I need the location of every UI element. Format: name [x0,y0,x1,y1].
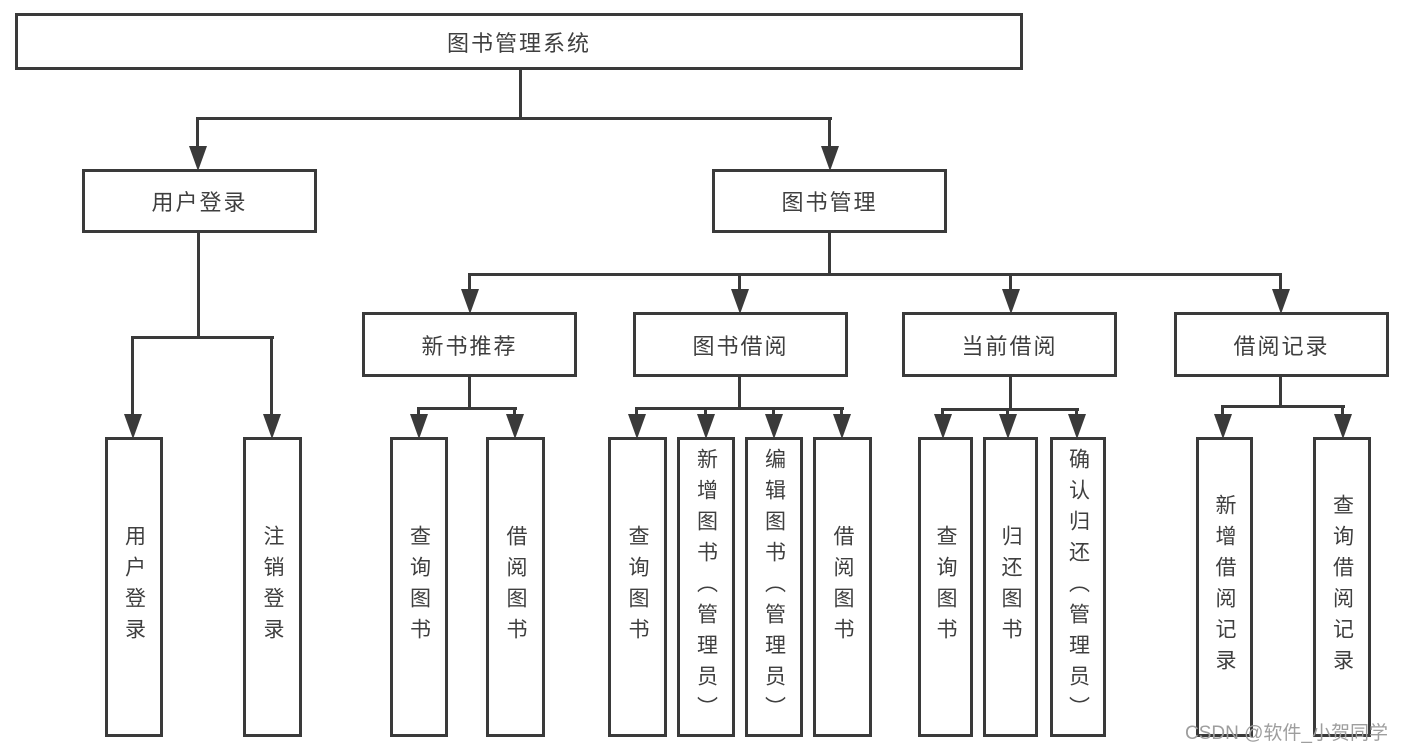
connector-line [468,273,471,291]
connector-line [828,233,831,276]
arrow-down-icon [999,414,1017,439]
connector-line [270,336,273,416]
leaf-query-books-current: 查询图书 [918,437,973,737]
connector-line [738,273,741,291]
leaf-label: 查询图书 [934,525,957,649]
connector-line [1009,273,1012,291]
node-label: 当前借阅 [961,333,1058,359]
leaf-label: 查询借阅记录 [1330,494,1354,680]
connector-line [1006,408,1009,416]
connector-line [196,117,199,148]
arrow-down-icon [189,146,207,171]
arrow-down-icon [1068,414,1086,439]
leaf-edit-book-admin: 编辑图书（管理员） [745,437,803,737]
node-current-borrowing: 当前借阅 [902,312,1117,377]
arrow-down-icon [1334,414,1352,439]
connector-line [1075,408,1078,416]
connector-line [468,273,1282,276]
node-label: 借阅记录 [1233,333,1330,359]
leaf-user-login: 用户登录 [105,437,163,737]
arrow-down-icon [1002,289,1020,314]
leaf-label: 用户登录 [122,525,146,649]
connector-line [772,407,775,416]
arrow-down-icon [410,414,428,439]
leaf-add-borrow-record: 新增借阅记录 [1196,437,1253,737]
arrow-down-icon [934,414,952,439]
node-label: 用户登录 [151,190,248,215]
connector-line [941,408,944,416]
connector-line [196,117,832,120]
node-label: 图书管理系统 [446,30,591,56]
connector-line [197,233,200,339]
leaf-label: 注销登录 [261,525,284,649]
leaf-return-book: 归还图书 [983,437,1038,737]
connector-line [1221,405,1224,416]
watermark: CSDN @软件_小贺同学 [1185,723,1388,744]
arrow-down-icon [461,289,479,314]
node-borrowing-records: 借阅记录 [1174,312,1389,377]
arrow-down-icon [506,414,524,439]
arrow-down-icon [124,414,142,439]
arrow-down-icon [765,414,783,439]
leaf-confirm-return-admin: 确认归还（管理员） [1050,437,1106,737]
connector-line [1009,377,1012,411]
connector-line [1279,377,1282,408]
leaf-label: 新增借阅记录 [1213,494,1236,680]
connector-line [519,68,522,120]
connector-line [417,407,420,416]
leaf-label: 确认归还（管理员） [1066,447,1090,727]
connector-line [704,407,707,416]
connector-line [131,336,274,339]
connector-line [513,407,516,416]
leaf-label: 编辑图书（管理员） [762,447,786,727]
connector-line [635,407,638,416]
leaf-label: 新增图书（管理员） [694,447,718,727]
leaf-label: 借阅图书 [504,525,527,649]
node-book-management: 图书管理 [712,169,947,233]
connector-line [840,407,843,416]
connector-line [417,407,517,410]
connector-line [1221,405,1345,408]
leaf-borrow-books-recommend: 借阅图书 [486,437,545,737]
connector-line [828,117,831,148]
node-label: 图书管理 [781,190,878,215]
arrow-down-icon [1214,414,1232,439]
leaf-label: 借阅图书 [831,525,854,649]
connector-line [635,407,844,410]
leaf-label: 查询图书 [407,525,431,649]
connector-line [738,377,741,410]
arrow-down-icon [1272,289,1290,314]
arrow-down-icon [697,414,715,439]
arrow-down-icon [821,146,839,171]
connector-line [131,336,134,416]
connector-line [1279,273,1282,291]
leaf-label: 查询图书 [626,525,649,649]
node-library-management-system: 图书管理系统 [15,13,1023,70]
leaf-logout: 注销登录 [243,437,302,737]
node-new-book-recommend: 新书推荐 [362,312,577,377]
connector-line [1341,405,1344,416]
connector-line [941,408,1079,411]
leaf-label: 归还图书 [999,525,1022,649]
arrow-down-icon [628,414,646,439]
arrow-down-icon [263,414,281,439]
connector-line [468,377,471,410]
node-book-borrowing: 图书借阅 [633,312,848,377]
leaf-borrow-books-borrowing: 借阅图书 [813,437,872,737]
node-label: 图书借阅 [692,333,789,359]
arrow-down-icon [731,289,749,314]
leaf-query-borrow-record: 查询借阅记录 [1313,437,1371,737]
leaf-query-books-borrowing: 查询图书 [608,437,667,737]
leaf-add-book-admin: 新增图书（管理员） [677,437,735,737]
node-label: 新书推荐 [421,333,518,359]
leaf-query-books-recommend: 查询图书 [390,437,448,737]
node-user-login: 用户登录 [82,169,317,233]
arrow-down-icon [833,414,851,439]
